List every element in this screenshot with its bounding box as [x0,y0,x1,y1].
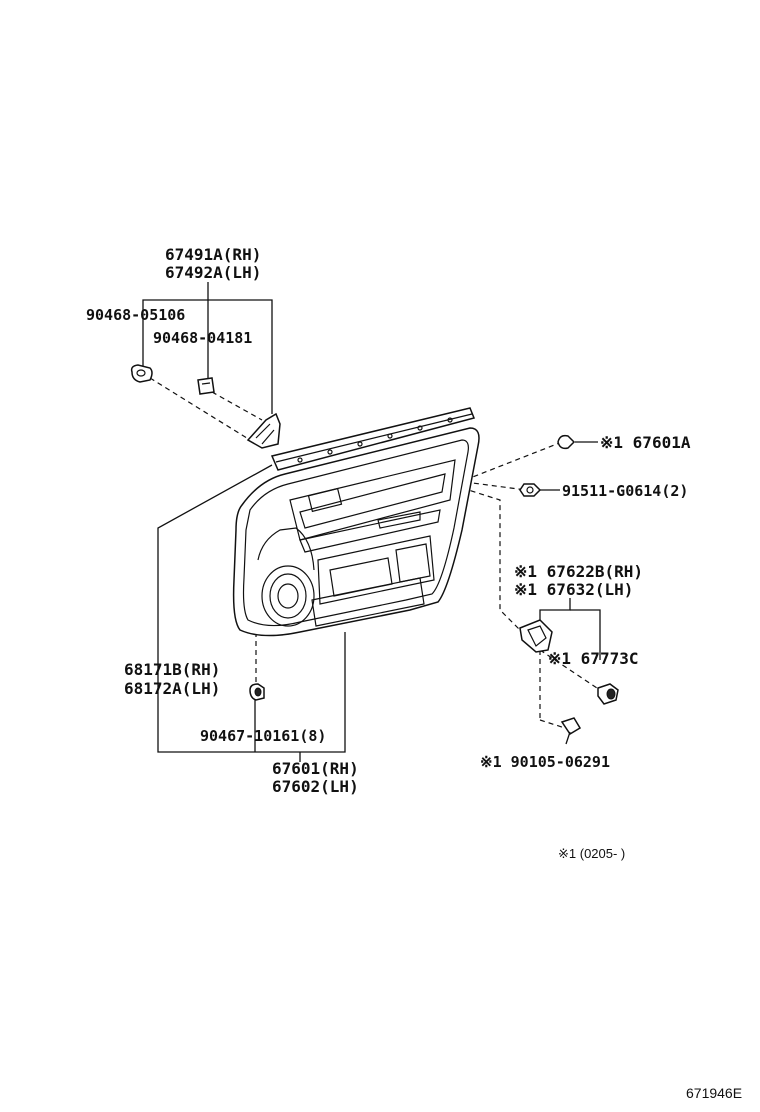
dashed-lines [149,377,601,729]
label-67491a: 67491A(RH) [165,245,261,264]
clip-67601a [557,434,576,450]
part-labels: 67491A(RH) 67492A(LH) 90468-05106 90468-… [86,245,691,796]
screw-91511-g0614 [519,483,542,497]
footnote: ※1 (0205- ) [558,846,625,861]
screw-90105-06291 [560,717,582,745]
clip-67773c [597,683,619,705]
label-67622b: ※1 67622B(RH) [514,562,643,581]
label-90105-06291: ※1 90105-06291 [480,753,610,771]
door-trim-board [232,407,480,637]
label-67632: ※1 67632(LH) [514,580,633,599]
clip-68171b [249,683,265,701]
bracket-67491a [246,412,281,449]
label-68172a: 68172A(LH) [124,679,220,698]
leader-lines [142,282,601,762]
label-67601a: ※1 67601A [600,433,691,452]
clip-90468-04181 [197,377,215,395]
label-90468-04181: 90468-04181 [153,329,252,347]
label-91511-g0614: 91511-G0614(2) [562,482,688,500]
inside-handle-bezel-67622b [519,619,553,653]
label-67602: 67602(LH) [272,777,359,796]
label-67773c: ※1 67773C [548,649,638,668]
clip-90468-05106 [130,364,153,383]
label-68171b: 68171B(RH) [124,660,220,679]
diagram-code: 671946E [686,1085,742,1101]
label-90467-10161: 90467-10161(8) [200,727,326,745]
label-90468-05106: 90468-05106 [86,306,185,324]
label-67492a: 67492A(LH) [165,263,261,282]
label-67601: 67601(RH) [272,759,359,778]
